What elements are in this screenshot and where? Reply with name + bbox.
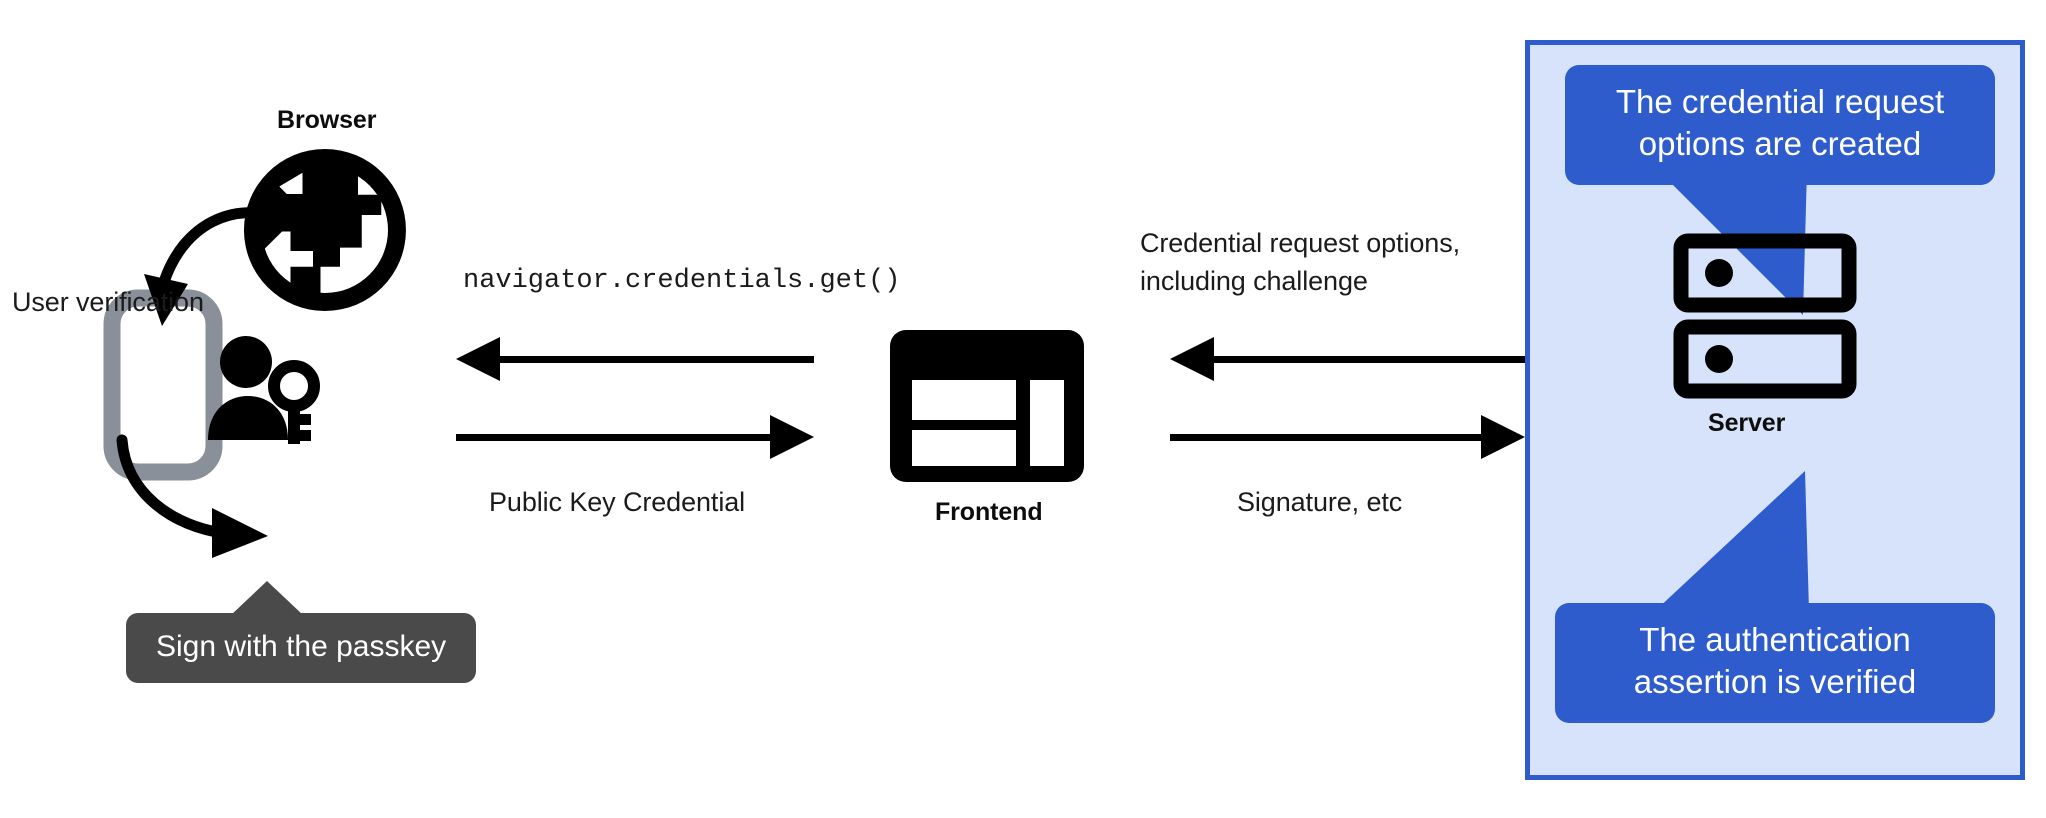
- arrow-frontend-to-server: [1170, 415, 1525, 459]
- arrow-server-to-frontend: [1170, 337, 1525, 381]
- browser-label: Browser: [277, 106, 377, 134]
- navigator-credentials-get-label: navigator.credentials.get(): [463, 266, 901, 296]
- public-key-credential-label: Public Key Credential: [489, 487, 746, 517]
- frontend-label: Frontend: [935, 498, 1043, 526]
- server-rack-icon: [1673, 233, 1857, 399]
- user-verification-label: User verification: [12, 287, 204, 317]
- callout-bottom-tail: [1655, 471, 1809, 611]
- arrow-browser-to-frontend: [456, 415, 814, 459]
- person-with-key-icon: [206, 334, 320, 456]
- web-layout-icon: [890, 330, 1084, 482]
- globe-icon: [235, 140, 415, 320]
- arrow-browser-to-phone: [96, 196, 296, 356]
- passkey-tooltip-tail: [231, 581, 303, 615]
- callout-bottom-line2: assertion is verified: [1633, 663, 1917, 700]
- callout-bottom-line1: The authentication: [1639, 621, 1911, 658]
- credential-request-options-label-line2: including challenge: [1140, 266, 1368, 296]
- callout-credential-request-options: The credential request options are creat…: [1565, 65, 1995, 315]
- server-panel: The credential request options are creat…: [1525, 40, 2025, 780]
- credential-request-options-label-line1: Credential request options,: [1140, 228, 1460, 258]
- signature-etc-label: Signature, etc: [1237, 487, 1403, 517]
- server-label: Server: [1708, 409, 1786, 437]
- arrow-frontend-to-browser: [456, 337, 814, 381]
- callout-top-line2: options are created: [1638, 125, 1922, 162]
- arrow-phone-to-user: [108, 430, 318, 560]
- callout-top-line1: The credential request: [1615, 83, 1945, 120]
- sign-with-passkey-tooltip: Sign with the passkey: [126, 613, 477, 683]
